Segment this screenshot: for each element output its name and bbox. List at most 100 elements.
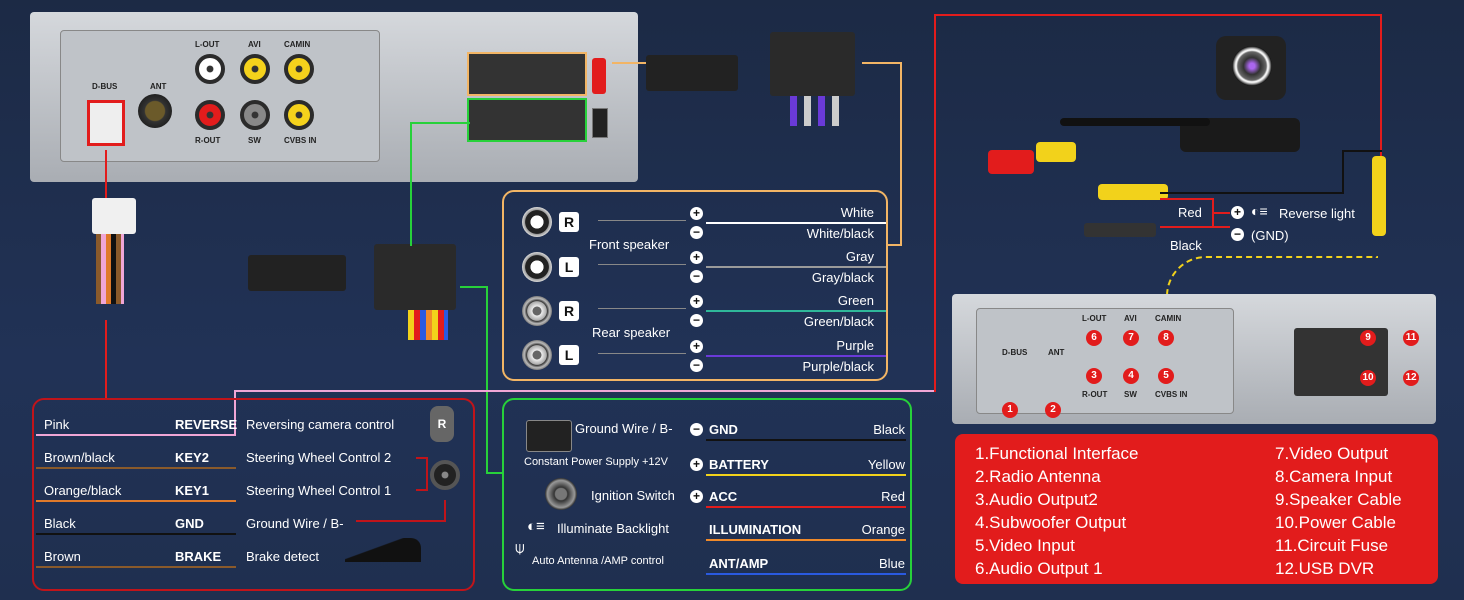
left-row-code: BRAKE: [175, 549, 222, 564]
label-cvbsin: CVBS IN: [284, 136, 317, 145]
camera-red-frame: [934, 14, 1382, 16]
marker-3: 3: [1086, 368, 1102, 384]
jack-yellow-camin: [284, 54, 314, 84]
camera-lens: [1232, 46, 1272, 86]
camera-reverse-label: Reverse light: [1279, 206, 1355, 221]
plus-icon: +: [690, 458, 703, 471]
legend-item: 3.Audio Output2: [975, 490, 1098, 509]
jack-yellow-avi: [240, 54, 270, 84]
speaker-wire-neg: Purple/black: [802, 359, 874, 374]
steering-bracket: [416, 457, 428, 491]
speaker-adapter-box: [770, 32, 855, 96]
power-row-code: ILLUMINATION: [709, 522, 802, 537]
power-row-desc: Constant Power Supply +12V: [524, 456, 669, 468]
speaker-wire-neg: Gray/black: [811, 270, 874, 285]
speaker-wire-neg: Green/black: [803, 314, 874, 329]
label-camin: CAMIN: [284, 40, 311, 49]
usb-port: [592, 108, 608, 138]
speaker-arrow-line: [598, 264, 686, 265]
minus-icon: −: [690, 270, 703, 283]
marker-2: 2: [1045, 402, 1061, 418]
camera-red-frame-v: [934, 14, 936, 392]
power-row-color: Black: [873, 422, 905, 437]
left-row-desc: Steering Wheel Control 1: [246, 483, 392, 498]
dbus-wire: [105, 150, 107, 200]
legend-item: 8.Camera Input: [1275, 467, 1393, 486]
left-row-desc: Ground Wire / B-: [246, 516, 344, 531]
num-label-dbus: D-BUS: [1002, 348, 1028, 357]
jack-red: [195, 100, 225, 130]
marker-12: 12: [1403, 370, 1419, 386]
power-adapter-box: [374, 244, 456, 310]
orange-link-line-4: [888, 244, 902, 246]
camera-yellow-plug-right: [1372, 156, 1386, 236]
marker-9: 9: [1360, 330, 1376, 346]
power-row-code: BATTERY: [709, 457, 769, 472]
camera-rca-red: [988, 150, 1034, 174]
speaker-wire-line: [706, 266, 886, 268]
minus-icon: −: [690, 314, 703, 327]
green-link-v2: [486, 286, 488, 474]
jack-yellow-cvbs: [284, 100, 314, 130]
left-row-line: [36, 566, 236, 568]
label-avi: AVI: [248, 40, 261, 49]
speaker-wire-pos: Green: [837, 293, 874, 308]
left-row-color: Orange/black: [44, 483, 122, 498]
front-l-badge: L: [559, 257, 579, 277]
label-ant: ANT: [150, 82, 167, 91]
jack-white: [195, 54, 225, 84]
speaker-iso-connector: [646, 55, 738, 91]
red-wire-h3: [1160, 226, 1230, 228]
power-row-line: [706, 506, 906, 508]
label-sw: SW: [248, 136, 261, 145]
label-lout: L-OUT: [195, 40, 220, 49]
speaker-adapter-wires: [790, 96, 846, 126]
camera-power-plug: [1084, 223, 1156, 237]
power-row-code: ACC: [709, 489, 738, 504]
power-adapter-wires: [408, 310, 448, 340]
battery-icon: [526, 420, 572, 452]
legend-box: [955, 434, 1438, 584]
numbered-panel-inset: [976, 308, 1234, 414]
speaker-wire-line: [706, 310, 886, 312]
power-row-line: [706, 439, 906, 441]
ignition-key-icon: [545, 478, 577, 510]
left-row-line: [36, 500, 236, 502]
marker-1: 1: [1002, 402, 1018, 418]
front-speaker-l-icon: [522, 252, 552, 282]
marker-8: 8: [1158, 330, 1174, 346]
left-row-code: GND: [175, 516, 204, 531]
legend-item: 5.Video Input: [975, 536, 1075, 555]
speaker-panel: [502, 190, 888, 381]
plus-icon: +: [690, 251, 703, 264]
front-r-badge: R: [559, 212, 579, 232]
speaker-wire-pos: Gray: [845, 249, 874, 264]
speaker-wire-pos: Purple: [836, 338, 874, 353]
antenna-socket: [138, 94, 172, 128]
speaker-wire-line: [706, 222, 886, 224]
green-link-h2: [460, 286, 488, 288]
minus-icon: −: [690, 226, 703, 239]
orange-link-line: [612, 62, 646, 64]
power-row-line: [706, 474, 906, 476]
speaker-arrow-line: [598, 353, 686, 354]
power-panel: [502, 398, 912, 591]
left-row-line: [36, 533, 236, 535]
num-label-sw: SW: [1124, 390, 1137, 399]
reverse-gear-icon: R: [430, 406, 454, 442]
left-row-color: Brown/black: [44, 450, 115, 465]
green-link-h: [410, 122, 470, 124]
yellow-dashed-line: [1166, 256, 1378, 310]
green-link-h3: [486, 472, 502, 474]
fuse: [592, 58, 606, 94]
marker-5: 5: [1158, 368, 1174, 384]
power-row-color: Blue: [878, 556, 905, 571]
gnd-bracket: [356, 500, 446, 522]
legend-item: 2.Radio Antenna: [975, 467, 1101, 486]
power-row-color: Red: [881, 489, 905, 504]
antenna-icon: ⍦: [515, 540, 525, 557]
power-iso-connector: [248, 255, 346, 291]
red-wire-h2: [1212, 212, 1230, 214]
